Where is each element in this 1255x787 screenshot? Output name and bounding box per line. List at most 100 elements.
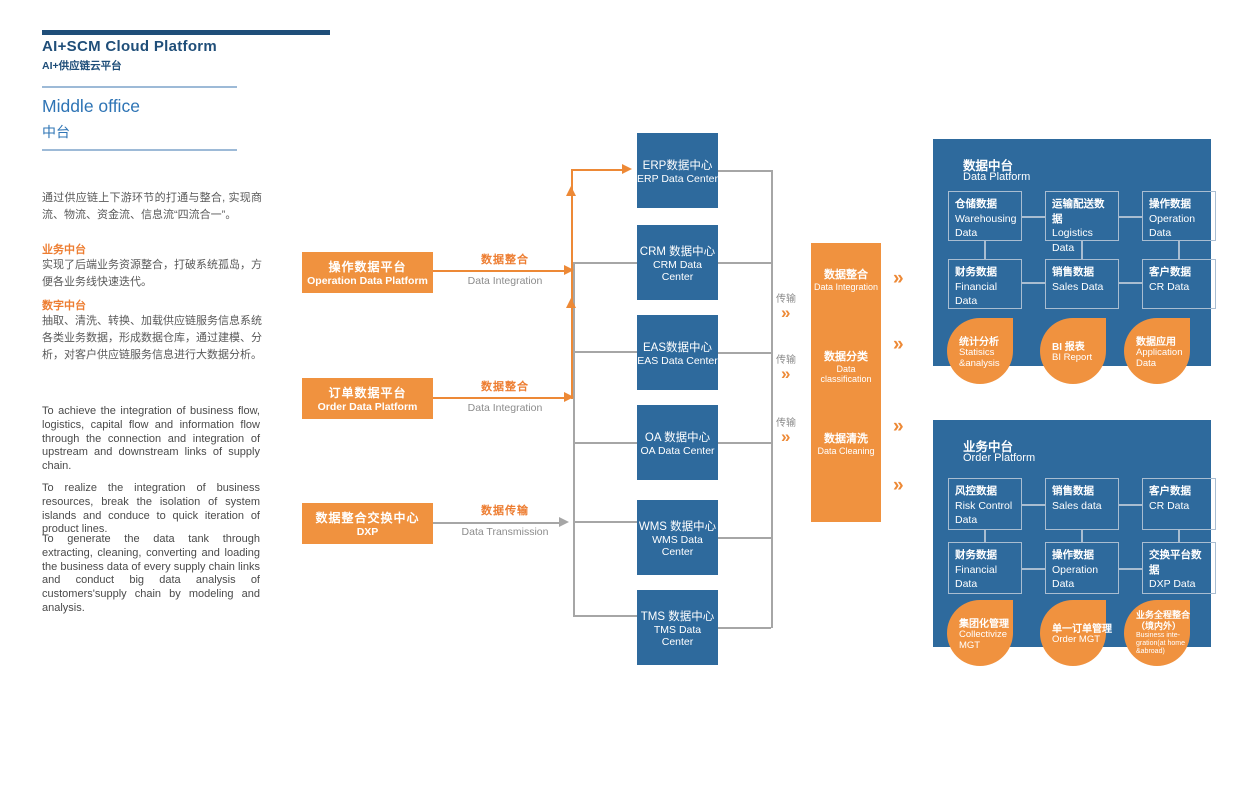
chevron-right-icon: » xyxy=(893,268,904,289)
logistics-data-box: 运输配送数据 Logistics Data xyxy=(1045,191,1119,254)
section-title-zh: 中台 xyxy=(42,124,70,140)
link-label-en: Data Transmission xyxy=(461,526,549,538)
application-data-bubble: 数据应用 Application Data xyxy=(1124,318,1190,384)
sales-data-box: 销售数据 Sales data xyxy=(1045,478,1119,530)
data-pipeline-box: 数据整合 Data Integration 数据分类 Data classifi… xyxy=(811,243,881,522)
link-label-zh: 数据整合 xyxy=(481,381,529,393)
business-integration-bubble: 业务全程整合（境内外） Business inte-gration(at hom… xyxy=(1124,600,1190,666)
right-branch-tms xyxy=(718,627,771,629)
oa-label-zh: OA 数据中心 xyxy=(644,431,711,444)
right-branch-oa xyxy=(718,442,771,444)
english-paragraph-3: To generate the data tank through extrac… xyxy=(42,533,260,614)
chevron-right-icon: » xyxy=(893,416,904,437)
stage-label-zh: 数据分类 xyxy=(824,351,868,363)
panel-connector xyxy=(1081,530,1083,542)
transfer-label: 传输 xyxy=(776,294,796,305)
box-label-zh: 客户数据 xyxy=(1149,266,1191,278)
oa-data-center-box: OA 数据中心 OA Data Center xyxy=(637,405,718,480)
box-label-en: Operation Data xyxy=(1052,563,1099,591)
wms-data-center-box: WMS 数据中心 WMS Data Center xyxy=(637,500,718,575)
operation-data-box: 操作数据 Operation Data xyxy=(1142,191,1216,241)
stage-data-integration: 数据整合 Data Integration xyxy=(811,266,881,292)
dxp-arrowhead-icon xyxy=(559,517,569,527)
box-label-zh: 仓储数据 xyxy=(955,198,997,210)
right-branch-crm xyxy=(718,262,771,264)
bubble-label-zh: 数据应用 xyxy=(1136,336,1176,348)
digital-middle-office-heading: 数字中台 xyxy=(42,300,86,312)
english-paragraph-1: To achieve the integration of business f… xyxy=(42,405,260,472)
dxp-box: 数据整合交换中心 DXP xyxy=(302,503,433,544)
operation-integration-line xyxy=(433,270,568,272)
order-platform-title-zh: 业务中台 xyxy=(963,440,1014,454)
data-platform-title-en: Data Platform xyxy=(963,171,1031,183)
box-label-en: Sales Data xyxy=(1052,280,1104,293)
bubble-label-zh: 业务全程整合（境内外） xyxy=(1136,610,1191,631)
bubble-label-zh: 集团化管理 xyxy=(959,618,1009,630)
dxp-label-zh: 数据整合交换中心 xyxy=(315,511,420,525)
panel-connector xyxy=(984,530,986,542)
box-label-zh: 交换平台数据 xyxy=(1149,549,1202,576)
dxp-transmission-line xyxy=(433,522,560,524)
stage-label-en: Data classification xyxy=(820,364,872,384)
operation-data-platform-label-en: Operation Data Platform xyxy=(307,275,428,287)
order-platform-title-en: Order Platform xyxy=(963,452,1036,464)
wms-label-en: WMS Data Center xyxy=(652,533,703,558)
order-data-platform-label-en: Order Data Platform xyxy=(317,401,418,413)
cr-data-box: 客户数据 CR Data xyxy=(1142,478,1216,530)
panel-connector xyxy=(1022,282,1045,284)
box-label-en: DXP Data xyxy=(1149,578,1196,591)
left-collector-line xyxy=(573,262,575,617)
bubble-label-en: Statisics &analysis xyxy=(959,346,1000,369)
operation-data-platform-box: 操作数据平台 Operation Data Platform xyxy=(302,252,433,293)
crm-label-en: CRM Data Center xyxy=(652,258,702,283)
order-mgt-bubble: 单一订单管理 Order MGT xyxy=(1040,600,1112,666)
stage-data-cleaning: 数据清洗 Data Cleaning xyxy=(811,430,881,456)
bubble-label-en: Order MGT xyxy=(1052,634,1101,646)
chevron-right-icon: » xyxy=(893,334,904,355)
box-label-zh: 操作数据 xyxy=(1149,198,1191,210)
box-label-en: CR Data xyxy=(1149,280,1190,293)
bubble-label-en: BI Report xyxy=(1052,352,1093,364)
left-branch-wms xyxy=(574,521,637,523)
order-arrowhead-icon xyxy=(564,392,574,402)
tms-data-center-box: TMS 数据中心 TMS Data Center xyxy=(637,590,718,665)
orange-elbow-line xyxy=(571,169,624,171)
business-middle-office-text: 实现了后端业务资源整合，打破系统孤岛，方便各业务线快速迭代。 xyxy=(42,259,262,289)
bubble-label-zh: BI 报表 xyxy=(1052,342,1085,354)
dxp-data-box: 交换平台数据 DXP Data xyxy=(1142,542,1216,594)
order-data-platform-label-zh: 订单数据平台 xyxy=(328,386,407,400)
box-label-en: Sales data xyxy=(1052,499,1102,512)
orange-vertical-line xyxy=(571,169,573,399)
left-branch-eas xyxy=(574,351,637,353)
box-label-zh: 销售数据 xyxy=(1052,485,1094,497)
panel-connector xyxy=(1022,568,1045,570)
eas-label-zh: EAS数据中心 xyxy=(642,341,712,354)
stage-label-zh: 数据整合 xyxy=(824,269,868,281)
stage-data-classification: 数据分类 Data classification xyxy=(811,348,881,384)
business-middle-office-heading: 业务中台 xyxy=(42,244,86,256)
link-label-zh: 数据传输 xyxy=(481,505,529,517)
tms-label-zh: TMS 数据中心 xyxy=(640,610,715,623)
right-branch-eas xyxy=(718,352,771,354)
erp-label-en: ERP Data Center xyxy=(637,172,718,185)
eas-label-en: EAS Data Center xyxy=(637,354,718,367)
left-branch-tms xyxy=(574,615,637,617)
bubble-label-en: Application Data xyxy=(1136,346,1183,369)
right-branch-erp xyxy=(718,170,771,172)
order-data-platform-box: 订单数据平台 Order Data Platform xyxy=(302,378,433,419)
operation-arrowhead-icon xyxy=(564,265,574,275)
chevron-right-icon: » xyxy=(781,303,791,322)
cr-data-box: 客户数据 CR Data xyxy=(1142,259,1216,309)
box-label-zh: 客户数据 xyxy=(1149,485,1191,497)
box-label-zh: 运输配送数据 xyxy=(1052,198,1105,225)
left-branch-oa xyxy=(574,442,637,444)
link-label-en: Data Integration xyxy=(467,402,543,414)
bubble-label-zh: 统计分析 xyxy=(959,336,999,348)
box-label-zh: 风控数据 xyxy=(955,485,997,497)
section-title-en: Middle office xyxy=(42,96,140,116)
collectivize-mgt-bubble: 集团化管理 Collectivize MGT xyxy=(947,600,1013,666)
box-label-en: Financial Data xyxy=(955,563,998,591)
english-paragraph-2: To realize the integration of business r… xyxy=(42,482,260,536)
bi-report-bubble: BI 报表 BI Report xyxy=(1040,318,1106,384)
